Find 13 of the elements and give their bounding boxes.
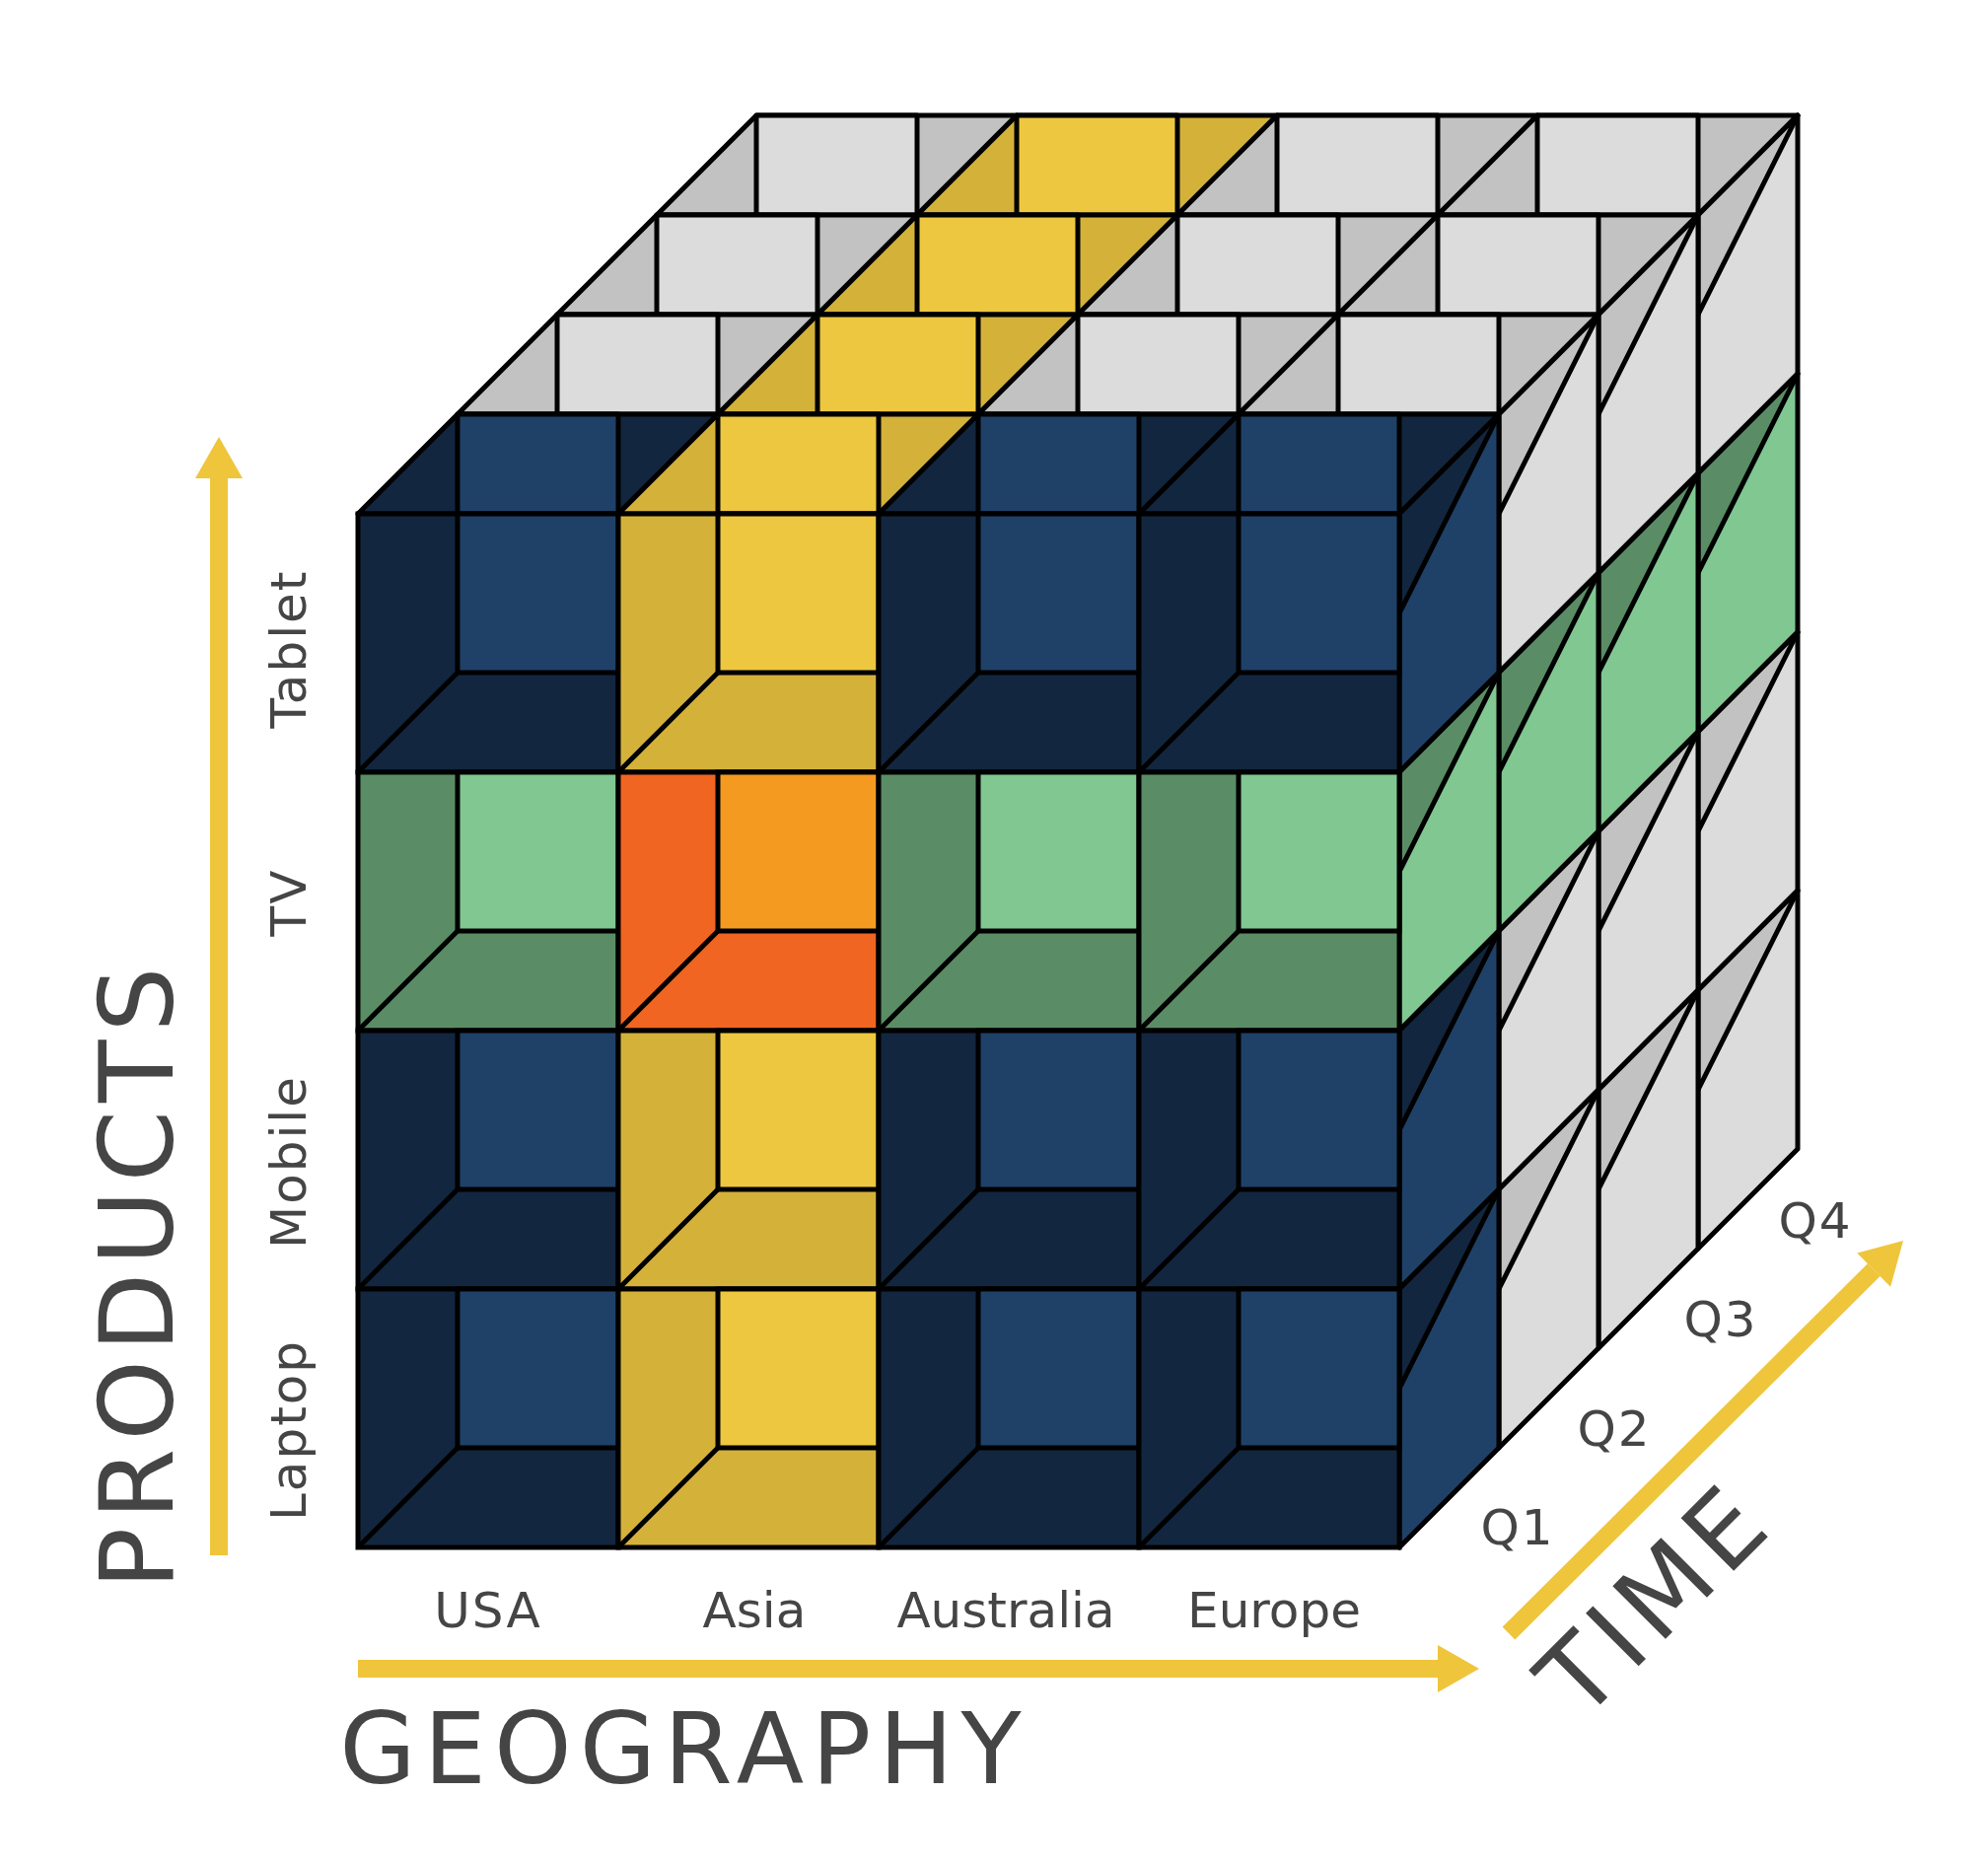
axis-title: GEOGRAPHY [339,1700,1030,1799]
category-label: Q4 [1778,1196,1853,1246]
category-label: Asia [702,1586,807,1635]
category-label: Tablet [264,569,314,729]
category-label: Mobile [264,1075,314,1249]
axis-title: PRODUCTS [86,959,188,1590]
category-label: TV [264,868,314,937]
category-label: Q2 [1577,1404,1652,1454]
category-label: Europe [1187,1586,1361,1635]
category-label: Q3 [1683,1295,1758,1344]
category-label: Australia [896,1586,1115,1635]
category-label: USA [434,1586,542,1635]
category-label: Laptop [264,1338,314,1522]
